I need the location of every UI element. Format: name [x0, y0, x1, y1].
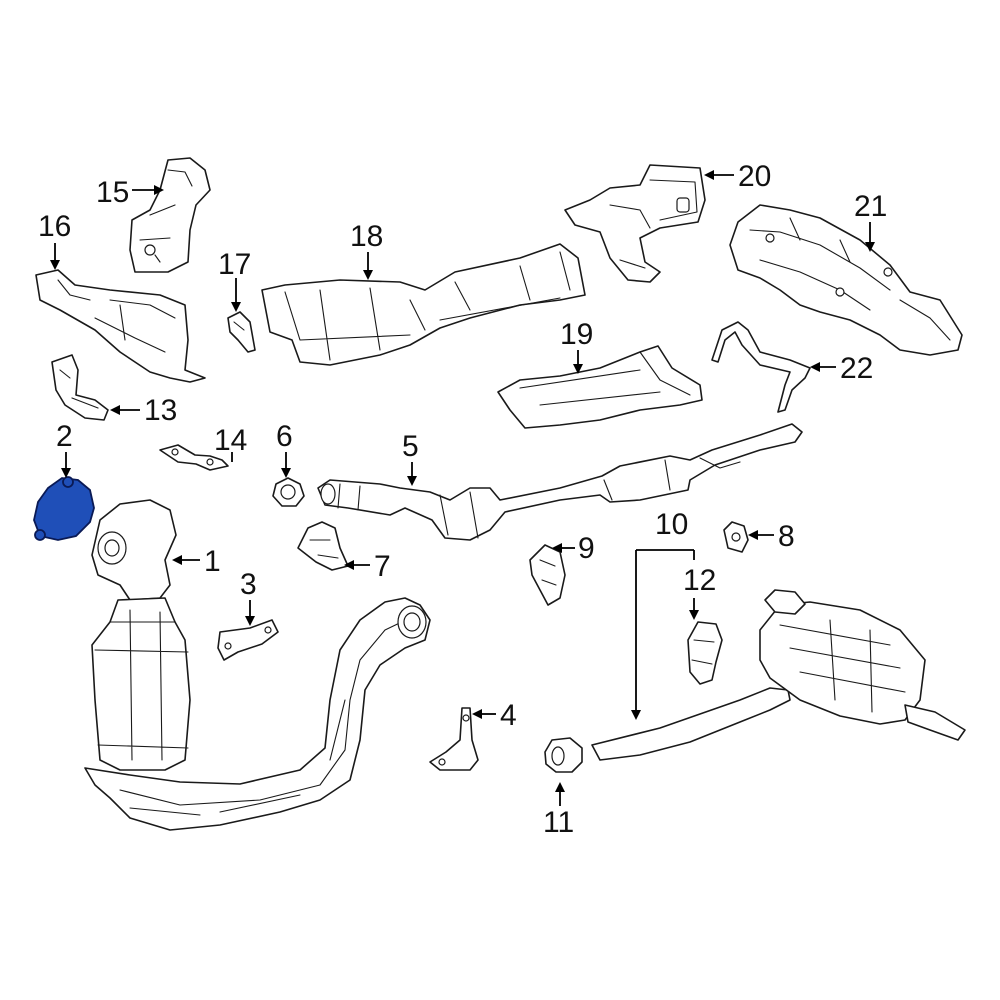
part-1-catalytic-converter[interactable]	[84, 499, 431, 831]
part-18-heat-shield[interactable]	[261, 243, 586, 366]
part-2-gasket-highlighted[interactable]	[33, 476, 95, 541]
part-15-heat-shield[interactable]	[129, 157, 211, 273]
part-14-bracket[interactable]	[159, 444, 229, 471]
part-16-heat-shield[interactable]	[35, 269, 206, 383]
callout-11[interactable]: 11	[543, 806, 574, 839]
callout-15[interactable]: 15	[96, 176, 129, 209]
leader-lines	[50, 170, 875, 806]
callout-6[interactable]: 6	[276, 420, 293, 453]
callout-17[interactable]: 17	[218, 248, 251, 281]
part-12-hanger[interactable]	[687, 621, 723, 685]
callout-18[interactable]: 18	[350, 220, 383, 253]
callout-20[interactable]: 20	[738, 160, 771, 193]
callout-21[interactable]: 21	[854, 190, 887, 223]
callout-16[interactable]: 16	[38, 210, 71, 243]
part-21-heat-shield[interactable]	[729, 204, 963, 356]
callout-22[interactable]: 22	[840, 352, 873, 385]
callout-3[interactable]: 3	[240, 568, 257, 601]
part-7-clamp[interactable]	[297, 521, 349, 571]
callout-5[interactable]: 5	[402, 430, 419, 463]
part-9-bracket[interactable]	[529, 544, 566, 606]
callout-12[interactable]: 12	[683, 564, 716, 597]
part-5-intermediate-pipe[interactable]	[317, 423, 803, 541]
callout-1[interactable]: 1	[204, 545, 221, 578]
part-13-bracket[interactable]	[51, 354, 109, 421]
callout-7[interactable]: 7	[374, 550, 391, 583]
callout-19[interactable]: 19	[560, 318, 593, 351]
callout-labels: 15 16 17 18 20 21 19 22 13 14 2 6 5 1 7 …	[38, 160, 887, 839]
callout-9[interactable]: 9	[578, 532, 595, 565]
callout-2[interactable]: 2	[56, 420, 73, 453]
callout-14[interactable]: 14	[214, 424, 247, 457]
part-11-clamp[interactable]	[544, 737, 583, 773]
callout-10[interactable]: 10	[655, 508, 688, 541]
callout-4[interactable]: 4	[500, 699, 517, 732]
callout-13[interactable]: 13	[144, 394, 177, 427]
part-17-clip[interactable]	[227, 311, 256, 353]
part-6-gasket[interactable]	[272, 477, 305, 507]
part-10-rear-muffler[interactable]	[591, 589, 966, 761]
part-4-bracket[interactable]	[429, 707, 479, 771]
part-19-heat-shield[interactable]	[497, 345, 703, 429]
part-22-strap[interactable]	[711, 321, 811, 413]
callout-8[interactable]: 8	[778, 520, 795, 553]
part-3-bracket[interactable]	[217, 619, 279, 661]
part-8-grommet[interactable]	[723, 521, 749, 553]
part-20-bracket[interactable]	[564, 164, 706, 283]
